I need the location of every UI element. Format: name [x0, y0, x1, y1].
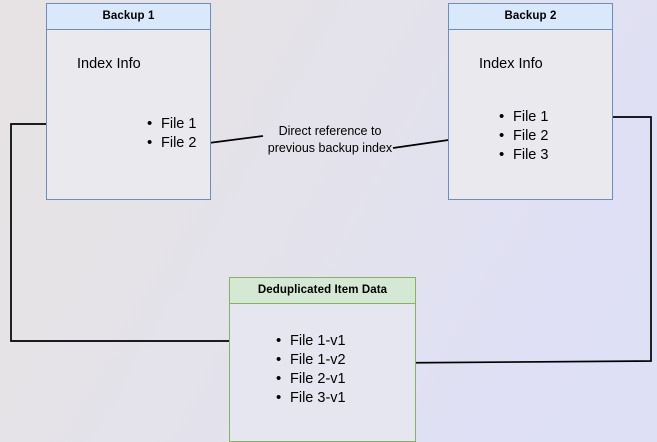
edge-label-line-1: Direct reference to [278, 124, 382, 138]
list-item: File 1-v2 [276, 350, 346, 370]
backup1-file-list: File 1 File 2 [147, 114, 196, 153]
dedup-file-list: File 1-v1 File 1-v2 File 2-v1 File 3-v1 [276, 331, 346, 408]
backup2-file-list: File 1 File 2 File 3 [499, 107, 548, 165]
edge-label-line-2: previous backup index [267, 140, 393, 155]
node-backup2[interactable]: Backup 2 Index Info File 1 File 2 File 3 [448, 3, 613, 200]
node-dedup-header: Deduplicated Item Data [230, 278, 415, 304]
list-item: File 1 [499, 107, 548, 127]
node-deduplicated-item-data[interactable]: Deduplicated Item Data File 1-v1 File 1-… [229, 277, 416, 442]
list-item: File 2 [147, 133, 196, 153]
list-item: File 3-v1 [276, 388, 346, 408]
list-item: File 1-v1 [276, 331, 346, 351]
node-backup1-body: Index Info File 1 File 2 [47, 30, 210, 199]
list-item: File 2-v1 [276, 369, 346, 389]
node-backup1[interactable]: Backup 1 Index Info File 1 File 2 [46, 3, 211, 200]
node-backup1-header: Backup 1 [47, 4, 210, 30]
edge-label-direct-reference: Direct reference to previous backup inde… [249, 123, 411, 156]
backup1-index-info-label: Index Info [77, 56, 141, 72]
node-backup2-body: Index Info File 1 File 2 File 3 [449, 30, 612, 199]
backup2-index-info-label: Index Info [479, 56, 543, 72]
list-item: File 3 [499, 145, 548, 165]
node-backup2-header: Backup 2 [449, 4, 612, 30]
list-item: File 2 [499, 126, 548, 146]
node-dedup-body: File 1-v1 File 1-v2 File 2-v1 File 3-v1 [230, 304, 415, 441]
list-item: File 1 [147, 114, 196, 134]
